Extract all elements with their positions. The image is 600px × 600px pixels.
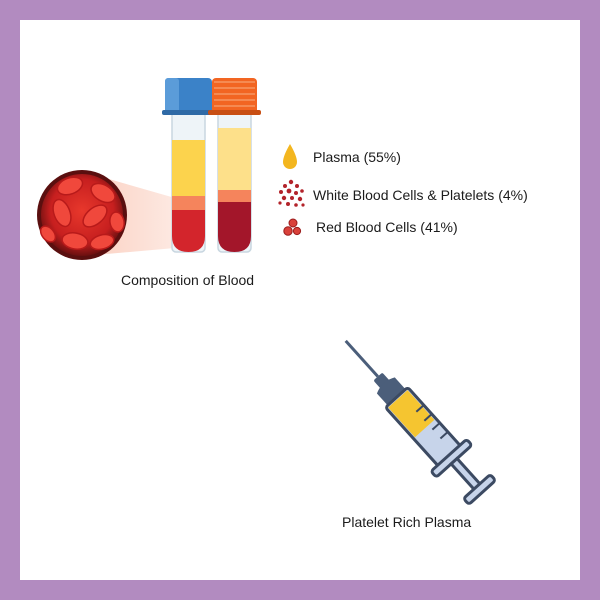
magnified-blood-cells-icon (37, 170, 127, 260)
test-tube-blue-cap (162, 78, 215, 253)
syringe-icon (344, 339, 496, 505)
syringe-caption: Platelet Rich Plasma (342, 514, 472, 530)
test-tube-orange-cap (208, 78, 261, 253)
red-cells-icon (283, 218, 302, 236)
legend-white-cells-label: White Blood Cells & Platelets (4%) (313, 187, 528, 203)
legend-plasma-label: Plasma (55%) (313, 149, 401, 165)
dots-cluster-icon (278, 179, 305, 207)
blood-caption: Composition of Blood (121, 272, 255, 288)
legend-red-cells-label: Red Blood Cells (41%) (316, 219, 458, 235)
droplet-icon (283, 144, 297, 169)
